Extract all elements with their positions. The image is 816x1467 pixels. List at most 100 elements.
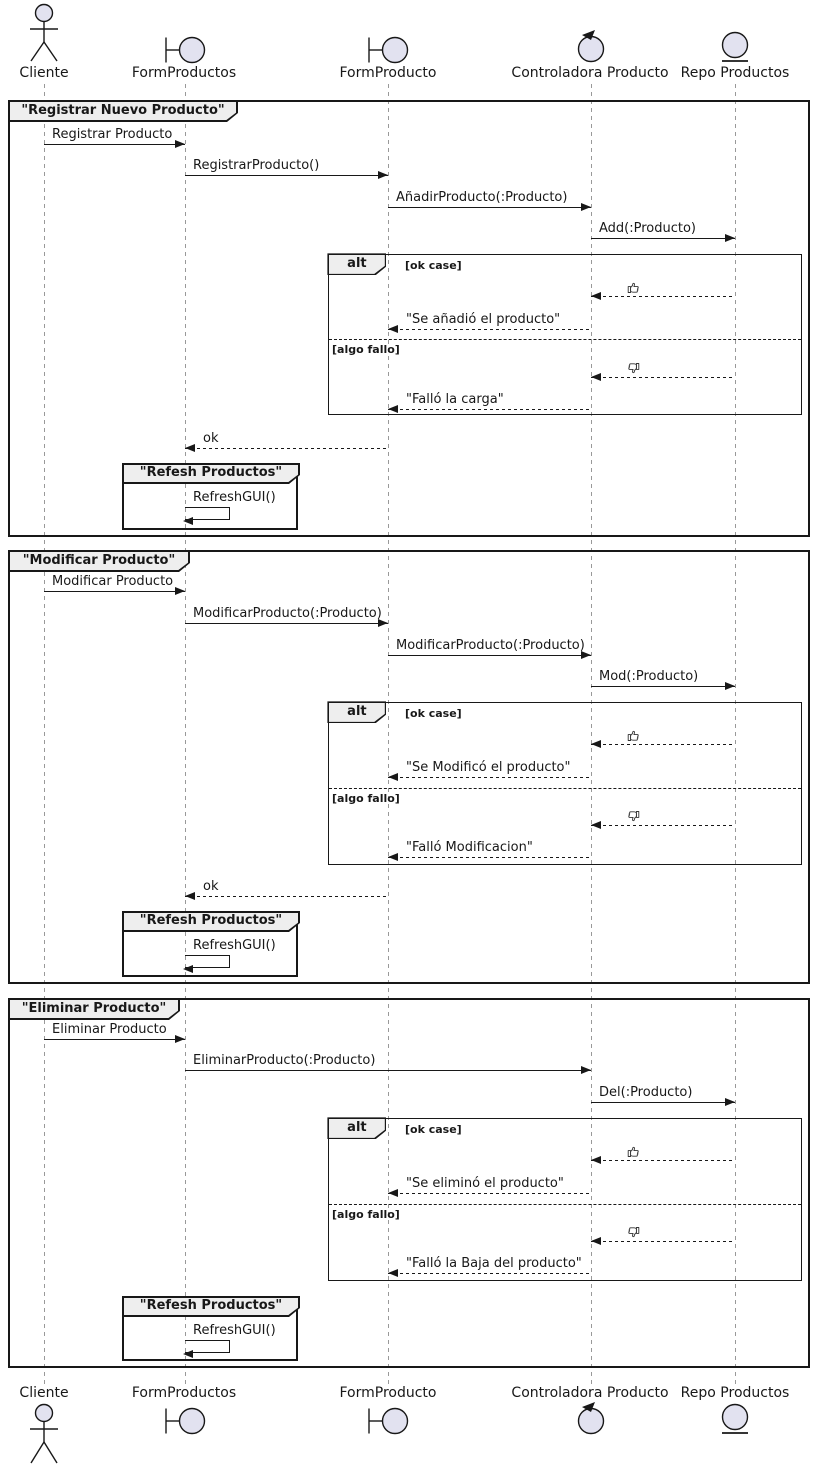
guard-algo-fallo: [algo fallo]: [332, 792, 400, 805]
arrowhead-right-icon: [581, 1065, 591, 1074]
thumbs-down-icon: [628, 363, 640, 374]
message-thumbs-down: [591, 1226, 735, 1245]
arrowhead-left-icon: [388, 1268, 398, 1277]
message-registrarproducto-call: RegistrarProducto(): [185, 158, 388, 179]
arrowhead-left-icon: [591, 1236, 601, 1245]
participant-label: Controladora Producto: [511, 65, 669, 81]
arrowhead-right-icon: [725, 1097, 735, 1106]
boundary-icon: [165, 36, 206, 64]
thumbs-up-icon: [627, 282, 639, 293]
message-modificarproducto-call-2: ModificarProducto(:Producto): [388, 638, 591, 659]
alt-frame-modificar: alt [ok case] [algo fallo]: [328, 702, 802, 865]
self-message-arrow: [183, 955, 230, 973]
alt-operator: alt: [329, 1119, 385, 1138]
actor-icon: [30, 1403, 58, 1464]
arrowhead-right-icon: [175, 586, 185, 595]
message-fallo-modificacion: "Falló Modificacion": [388, 840, 591, 861]
alt-frame-registrar: alt [ok case] [algo fallo]: [328, 254, 802, 415]
arrowhead-left-icon: [388, 772, 398, 781]
guard-ok-case: [ok case]: [405, 1123, 462, 1136]
arrowhead-right-icon: [725, 233, 735, 242]
lifeline-repo: [734, 84, 736, 1386]
alt-separator: [329, 339, 801, 340]
message-thumbs-down: [591, 810, 735, 829]
arrowhead-left-icon: [185, 443, 195, 452]
alt-operator: alt: [329, 703, 385, 722]
thumbs-down-icon: [628, 1227, 640, 1238]
message-registrar-producto: Registrar Producto: [44, 127, 185, 148]
message-refreshgui: RefreshGUI(): [193, 490, 276, 505]
alt-separator: [329, 1204, 801, 1205]
self-message-arrow: [183, 507, 230, 525]
message-se-elimino: "Se eliminó el producto": [388, 1176, 591, 1197]
message-se-anadio: "Se añadió el producto": [388, 312, 591, 333]
arrowhead-right-icon: [581, 202, 591, 211]
message-thumbs-up: [591, 1145, 735, 1164]
ref-frame-refresh-1: "Refesh Productos" RefreshGUI(): [122, 463, 298, 530]
thumbs-down-icon: [628, 811, 640, 822]
ref-title: "Refesh Productos": [124, 913, 299, 931]
arrowhead-left-icon: [183, 1349, 193, 1358]
arrowhead-left-icon: [591, 1155, 601, 1164]
frame-registrar-nuevo-producto: "Registrar Nuevo Producto": [8, 100, 810, 537]
arrowhead-left-icon: [388, 404, 398, 413]
arrowhead-left-icon: [388, 852, 398, 861]
arrowhead-right-icon: [725, 681, 735, 690]
message-ok-return: ok: [185, 431, 388, 452]
lifeline-controladora: [590, 84, 592, 1386]
ref-title: "Refesh Productos": [124, 1298, 299, 1316]
message-thumbs-up: [591, 281, 735, 300]
arrowhead-right-icon: [378, 618, 388, 627]
frame-modificar-producto: "Modificar Producto": [8, 550, 810, 984]
arrowhead-left-icon: [183, 516, 193, 525]
arrowhead-left-icon: [183, 964, 193, 973]
message-add-call: Add(:Producto): [591, 221, 735, 242]
message-fallo-baja: "Falló la Baja del producto": [388, 1256, 591, 1277]
message-se-modifico: "Se Modificó el producto": [388, 760, 591, 781]
control-icon: [577, 30, 605, 63]
entity-icon: [721, 31, 749, 62]
message-modificarproducto-call-1: ModificarProducto(:Producto): [185, 606, 388, 627]
message-mod-call: Mod(:Producto): [591, 669, 735, 690]
frame-eliminar-producto: "Eliminar Producto": [8, 998, 810, 1368]
thumbs-up-icon: [627, 1146, 639, 1157]
message-eliminarproducto-call: EliminarProducto(:Producto): [185, 1053, 591, 1074]
participant-label: FormProducto: [339, 1385, 437, 1401]
message-refreshgui: RefreshGUI(): [193, 938, 276, 953]
arrowhead-left-icon: [388, 1188, 398, 1197]
message-thumbs-up: [591, 729, 735, 748]
message-del-call: Del(:Producto): [591, 1085, 735, 1106]
guard-algo-fallo: [algo fallo]: [332, 1208, 400, 1221]
boundary-icon: [165, 1407, 206, 1435]
alt-separator: [329, 788, 801, 789]
thumbs-up-icon: [627, 730, 639, 741]
message-ok-return: ok: [185, 879, 388, 900]
ref-frame-refresh-2: "Refesh Productos" RefreshGUI(): [122, 911, 298, 977]
participant-label: FormProductos: [131, 65, 237, 81]
participant-label: Controladora Producto: [511, 1385, 669, 1401]
lifeline-formproductos: [184, 84, 186, 1386]
arrowhead-left-icon: [591, 739, 601, 748]
guard-ok-case: [ok case]: [405, 259, 462, 272]
frame-title: "Registrar Nuevo Producto": [10, 102, 237, 121]
alt-frame-eliminar: alt [ok case] [algo fallo]: [328, 1118, 802, 1281]
arrowhead-left-icon: [185, 891, 195, 900]
participant-label: Repo Productos: [680, 1385, 790, 1401]
actor-icon: [30, 3, 58, 62]
arrowhead-left-icon: [591, 291, 601, 300]
ref-title: "Refesh Productos": [124, 465, 299, 483]
participant-label: FormProducto: [339, 65, 437, 81]
guard-algo-fallo: [algo fallo]: [332, 343, 400, 356]
participant-label: Cliente: [19, 65, 69, 81]
participant-label: FormProductos: [131, 1385, 237, 1401]
message-anadirproducto-call: AñadirProducto(:Producto): [388, 190, 591, 211]
frame-title: "Modificar Producto": [10, 552, 189, 571]
frame-title: "Eliminar Producto": [10, 1000, 179, 1019]
arrowhead-right-icon: [175, 139, 185, 148]
guard-ok-case: [ok case]: [405, 707, 462, 720]
boundary-icon: [368, 1407, 409, 1435]
message-thumbs-down: [591, 362, 735, 381]
message-eliminar-producto: Eliminar Producto: [44, 1022, 185, 1043]
message-modificar-producto: Modificar Producto: [44, 574, 185, 595]
